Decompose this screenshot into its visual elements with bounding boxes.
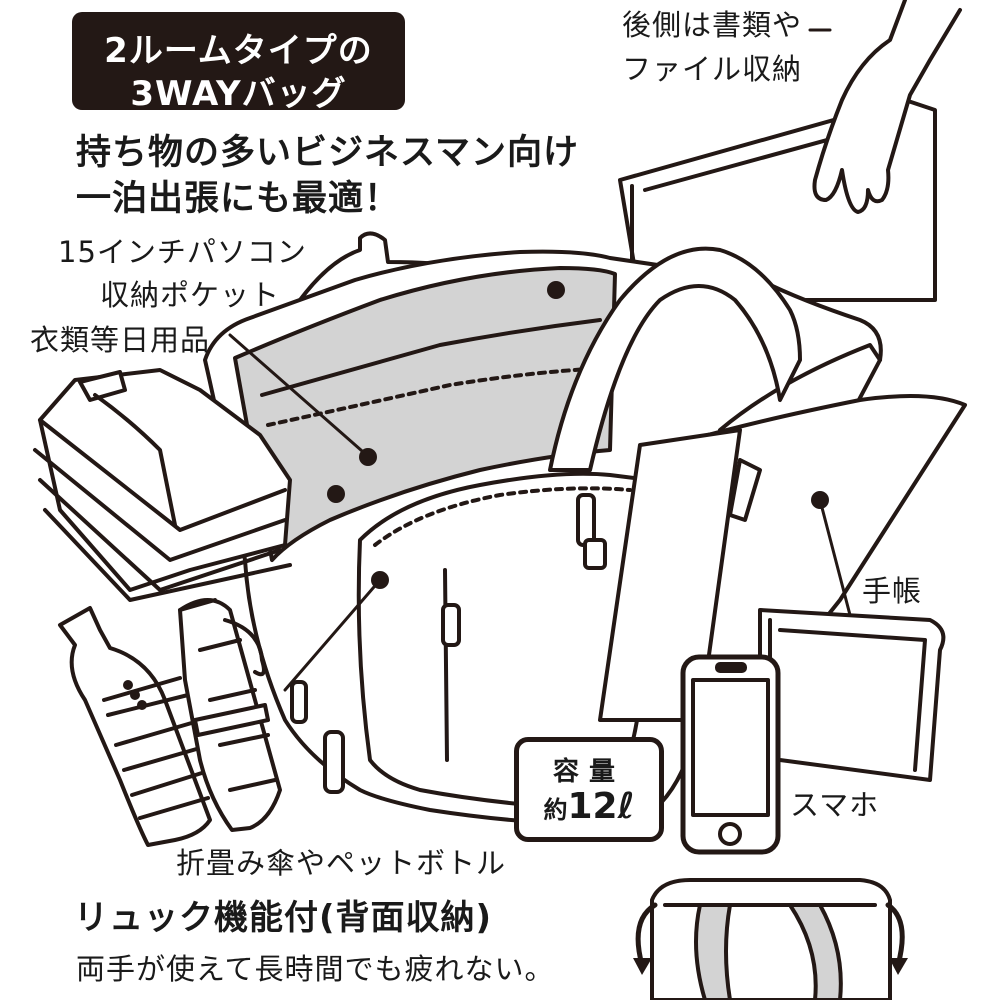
backpack-title: リュック機能付(背面収納) [74,898,493,938]
label-notebook: 手帳 [862,574,923,608]
carry-handle [548,246,802,472]
title-box: 2ルームタイプの 3WAYバッグ [72,12,405,114]
label-clothes: 衣類等日用品 [30,323,211,357]
capacity-badge: 容量 約12ℓ [514,737,664,842]
capacity-number: 12 [567,786,618,827]
folding-umbrella-illustration [178,598,282,832]
title-line-1: 2ルームタイプの [104,31,373,71]
label-pc-pocket-1: 15インチパソコン [58,235,307,269]
label-back-docs-2: ファイル収納 [622,52,803,86]
capacity-unit: ℓ [617,786,635,827]
capacity-label: 容量 [552,757,625,787]
backpack-illustration [635,878,905,1000]
label-smartphone: スマホ [790,788,880,822]
hand-illustration [812,0,962,214]
label-pc-pocket-2: 収納ポケット [100,278,281,312]
notebook-illustration [758,608,946,782]
folded-clothes-illustration [33,368,292,602]
label-back-docs-1: 後側は書類や [622,8,803,42]
title-line-2: 3WAYバッグ [130,74,347,114]
backpack-desc: 両手が使えて長時間でも疲れない。 [76,952,555,986]
capacity-value: 約12ℓ [519,786,659,827]
plastic-bottle-illustration [58,606,212,847]
capacity-prefix: 約 [543,796,568,824]
subtitle-line-2: 一泊出張にも最適！ [76,179,401,219]
bag-body [203,249,967,826]
subtitle-line-1: 持ち物の多いビジネスマン向け [76,133,579,173]
label-umbrella-bottle: 折畳み傘やペットボトル [176,846,507,880]
smartphone-illustration [680,654,781,855]
